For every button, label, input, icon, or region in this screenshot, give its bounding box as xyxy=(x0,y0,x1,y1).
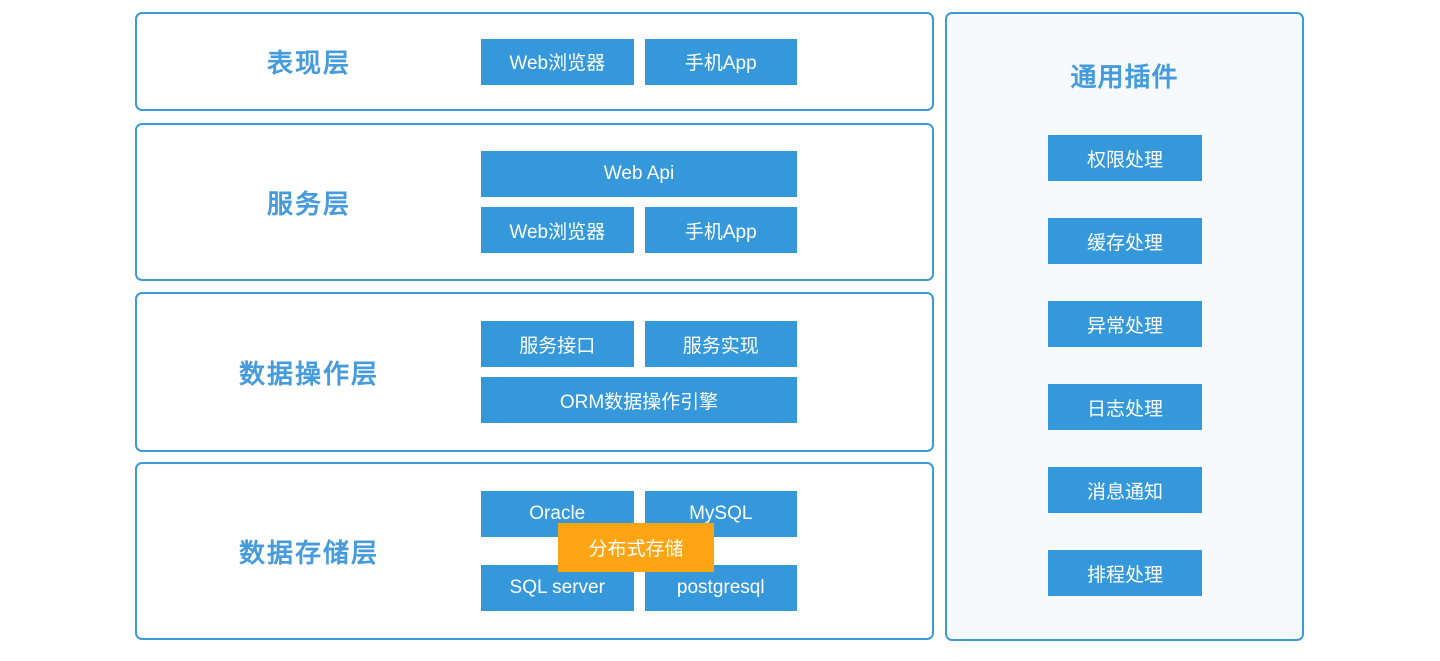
block-orm-engine: ORM数据操作引擎 xyxy=(481,377,797,423)
plugin-message-notification: 消息通知 xyxy=(1048,467,1202,513)
layer-presentation-blocks: Web浏览器 手机App xyxy=(481,14,797,109)
common-plugins-title: 通用插件 xyxy=(1070,62,1179,92)
layer-service: 服务层 Web Api Web浏览器 手机App xyxy=(135,123,934,281)
layer-data-storage-title: 数据存储层 xyxy=(238,537,379,568)
layer-presentation: 表现层 Web浏览器 手机App xyxy=(135,12,934,111)
layer-data-operation-title: 数据操作层 xyxy=(238,358,379,389)
layer-service-blocks: Web Api Web浏览器 手机App xyxy=(481,125,797,279)
plugin-permission-handling: 权限处理 xyxy=(1048,135,1202,181)
block-postgresql: postgresql xyxy=(644,565,797,611)
overlay-distributed-storage: 分布式存储 xyxy=(558,523,714,572)
block-mobile-app: 手机App xyxy=(644,207,797,253)
common-plugins-panel: 通用插件 权限处理 缓存处理 异常处理 日志处理 消息通知 排程处理 xyxy=(945,12,1304,641)
layer-service-title: 服务层 xyxy=(266,188,351,219)
plugin-cache-handling: 缓存处理 xyxy=(1048,218,1202,264)
block-service-interface: 服务接口 xyxy=(481,321,634,367)
block-service-implementation: 服务实现 xyxy=(644,321,797,367)
block-web-api: Web Api xyxy=(481,151,797,197)
plugin-exception-handling: 异常处理 xyxy=(1048,301,1202,347)
plugin-schedule-handling: 排程处理 xyxy=(1048,550,1202,596)
layer-data-storage: 数据存储层 Oracle MySQL SQL server postgresql… xyxy=(135,462,934,640)
block-web-browser: Web浏览器 xyxy=(481,207,634,253)
block-mobile-app: 手机App xyxy=(644,38,797,85)
layer-data-storage-blocks: Oracle MySQL SQL server postgresql xyxy=(481,464,797,638)
block-sql-server: SQL server xyxy=(481,565,634,611)
layer-presentation-title: 表现层 xyxy=(266,48,351,78)
layer-data-operation-blocks: 服务接口 服务实现 ORM数据操作引擎 xyxy=(481,294,797,450)
plugin-log-handling: 日志处理 xyxy=(1048,384,1202,430)
layer-data-operation: 数据操作层 服务接口 服务实现 ORM数据操作引擎 xyxy=(135,292,934,452)
block-web-browser: Web浏览器 xyxy=(481,38,634,85)
